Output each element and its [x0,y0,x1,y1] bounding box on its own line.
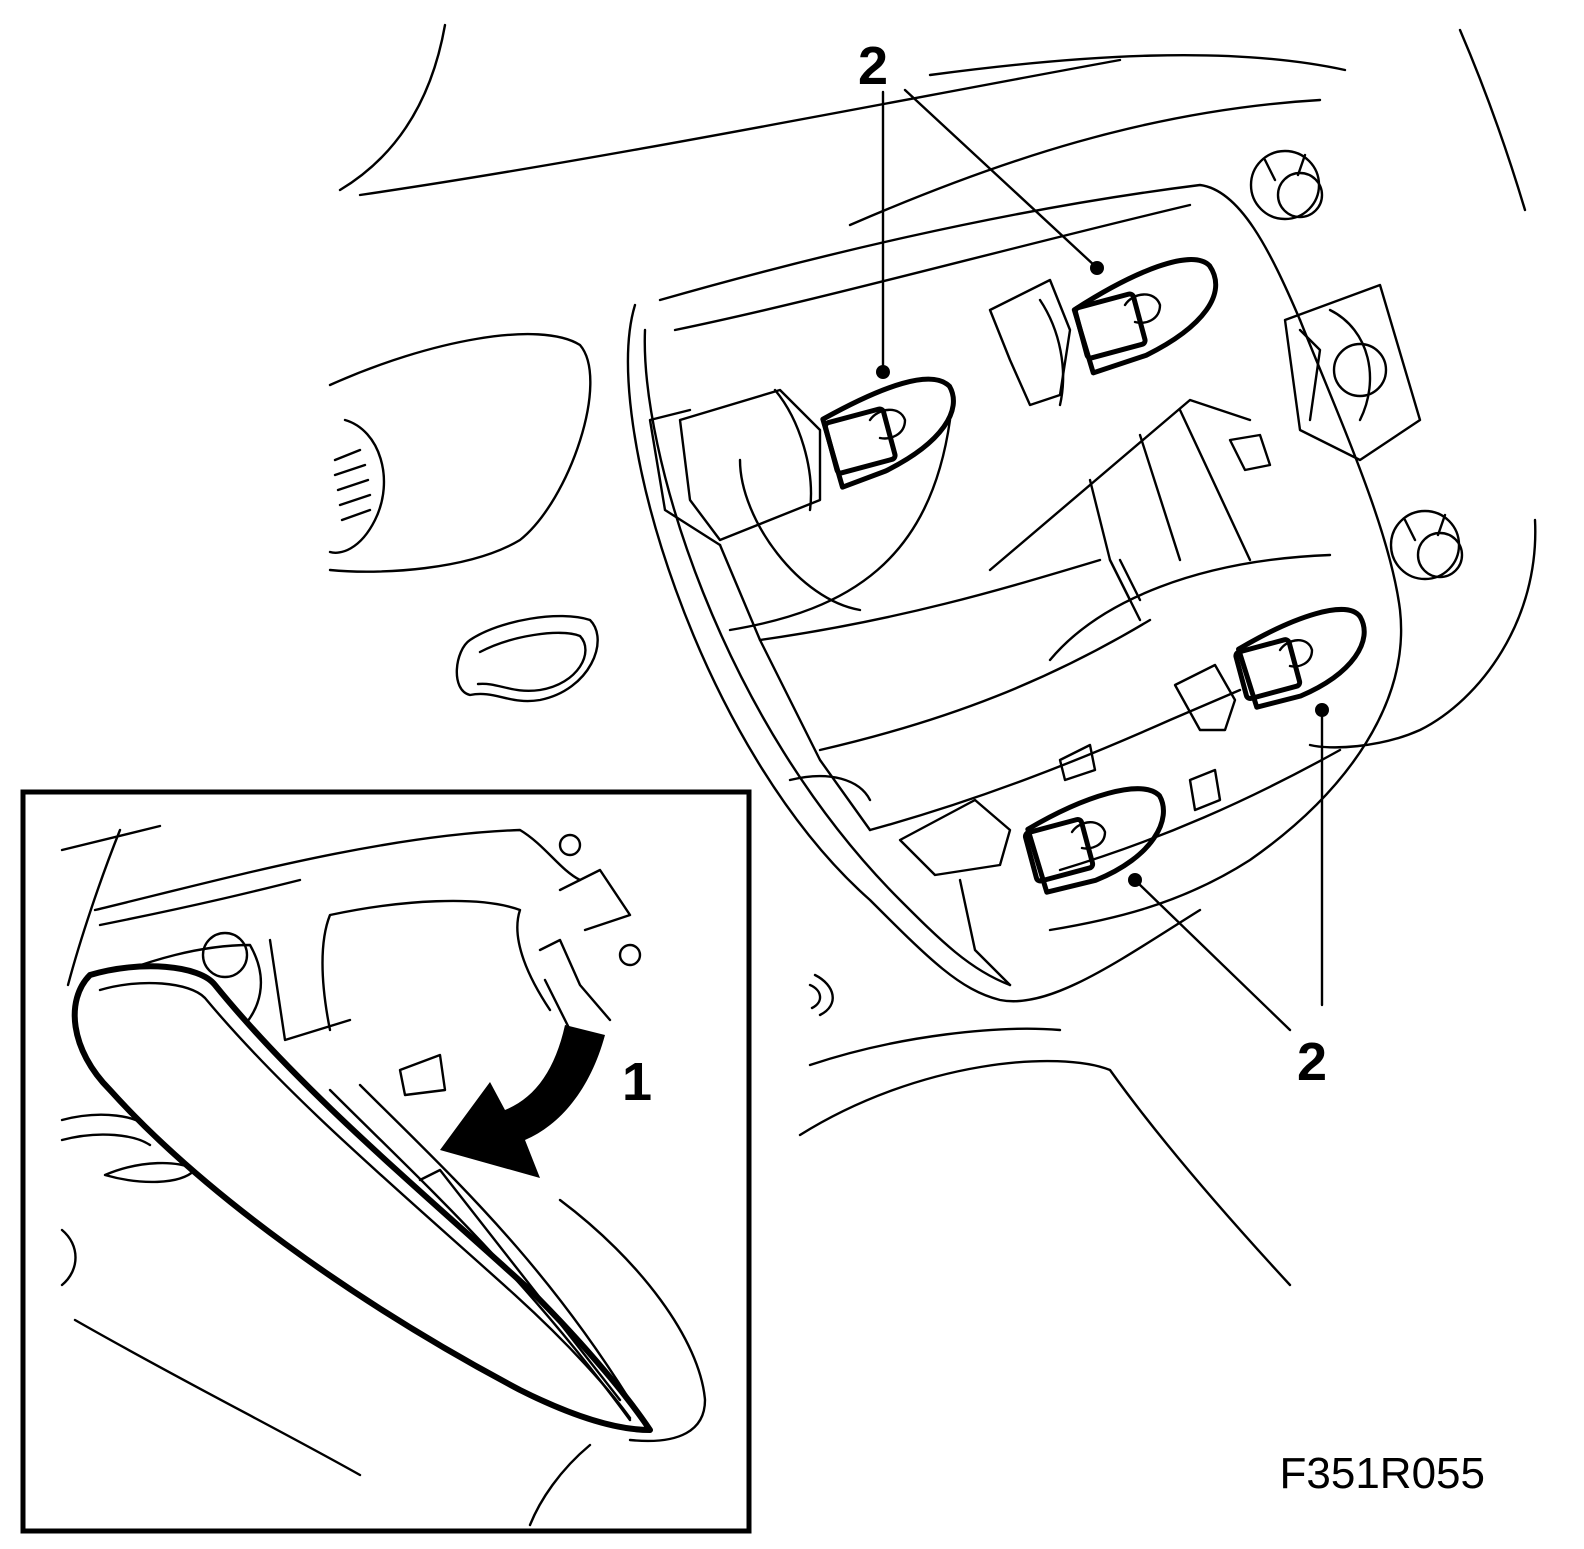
screw-clip-lower [1389,509,1464,581]
callout-bulb-top: 2 [858,36,888,96]
headliner-outline [328,23,1537,1287]
callout-labels: 2 2 1 [622,36,1327,1112]
callout-bulb-bottom: 2 [1297,1032,1327,1092]
console-side-mount [1283,283,1422,462]
bulb-holder-lower-left [898,786,1166,987]
figure-id: F351R055 [1280,1449,1485,1498]
grab-handle [71,963,653,1433]
callout-handle-release: 1 [622,1052,652,1112]
bulb-holder-upper-right [988,257,1219,407]
release-direction-arrow-icon [440,1025,605,1178]
inset-detail-drawing [60,824,707,1527]
bulb-holder-upper-left [678,376,956,542]
screw-clip-upper [1249,149,1324,221]
bulb-holder-lower-right [1173,607,1367,732]
leader-lines [876,88,1329,1032]
